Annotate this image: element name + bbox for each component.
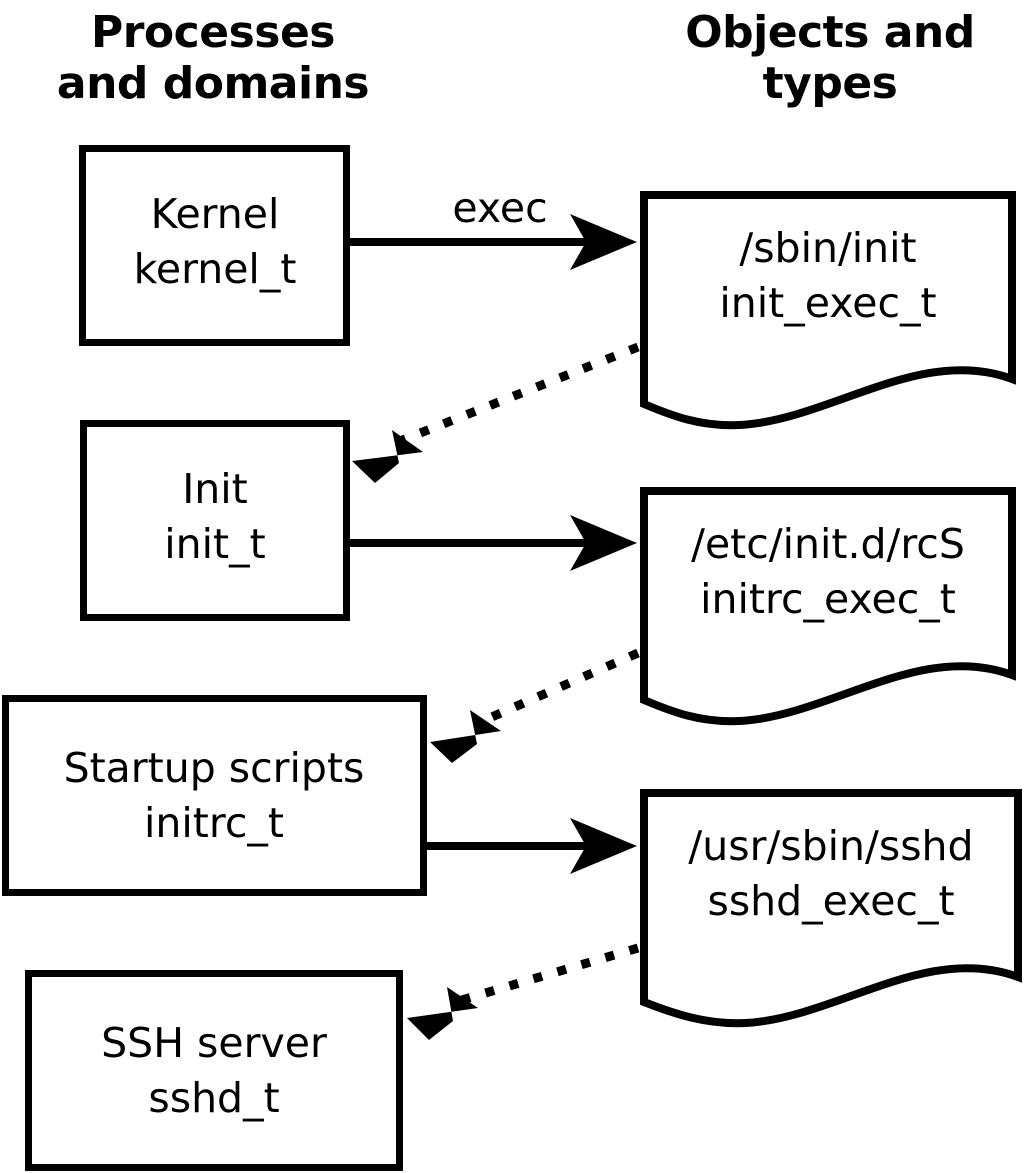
process-node-init-box[interactable] — [80, 420, 350, 621]
edge-kernel-to-init-exec-arrowhead — [570, 214, 637, 270]
process-node-startup-scripts-box[interactable] — [2, 695, 427, 896]
column-title-objects-line1: Objects and — [685, 7, 974, 58]
edge-sshd-exec-to-sshd — [407, 943, 640, 1040]
process-node-init[interactable]: Init init_t — [80, 420, 350, 621]
process-node-startup-scripts[interactable]: Startup scripts initrc_t — [2, 695, 427, 896]
object-node-sbin-init-path: /sbin/init — [739, 224, 916, 272]
object-node-sbin-init-shape[interactable] — [640, 191, 1016, 430]
column-title-processes-line1: Processes — [91, 7, 335, 58]
edge-initrc-exec-to-initrc-arrowhead — [430, 710, 501, 763]
process-node-init-type: init_t — [164, 520, 265, 568]
process-node-startup-scripts-type: initrc_t — [144, 799, 284, 847]
column-title-objects: Objects and types — [685, 7, 975, 109]
edge-init-exec-to-init-arrowhead — [352, 430, 423, 483]
edge-init-to-initrc-exec-arrowhead — [570, 515, 637, 571]
edge-initrc-exec-to-initrc-line — [476, 648, 640, 728]
column-title-processes: Processes and domains — [57, 7, 370, 109]
edge-sshd-exec-to-sshd-line — [453, 943, 640, 1007]
object-node-etc-initd-rcs-path: /etc/init.d/rcS — [691, 520, 965, 568]
object-node-usr-sbin-sshd-path: /usr/sbin/sshd — [688, 822, 973, 870]
process-node-init-name: Init — [182, 465, 248, 513]
object-node-sbin-init-type: init_exec_t — [719, 279, 936, 327]
process-node-startup-scripts-name: Startup scripts — [64, 744, 365, 792]
edge-label-exec: exec — [452, 184, 547, 232]
process-node-ssh-server-type: sshd_t — [148, 1074, 279, 1122]
edge-initrc-to-sshd-exec-arrowhead — [570, 818, 637, 874]
object-node-usr-sbin-sshd[interactable]: /usr/sbin/sshd sshd_exec_t — [640, 789, 1022, 1028]
edge-initrc-to-sshd-exec — [427, 818, 637, 874]
object-node-usr-sbin-sshd-shape[interactable] — [640, 789, 1022, 1028]
column-title-processes-line2: and domains — [57, 58, 369, 109]
process-node-kernel[interactable]: Kernel kernel_t — [79, 145, 350, 346]
edge-init-exec-to-init — [352, 342, 640, 483]
process-node-ssh-server-box[interactable] — [25, 970, 403, 1171]
object-node-sbin-init[interactable]: /sbin/init init_exec_t — [640, 191, 1016, 430]
process-node-kernel-name: Kernel — [151, 190, 280, 238]
process-node-ssh-server-name: SSH server — [101, 1019, 327, 1067]
object-node-etc-initd-rcs[interactable]: /etc/init.d/rcS initrc_exec_t — [640, 487, 1016, 726]
edge-kernel-to-init-exec: exec — [350, 184, 637, 270]
edge-init-exec-to-init-line — [393, 342, 640, 448]
object-node-etc-initd-rcs-shape[interactable] — [640, 487, 1016, 726]
edge-initrc-exec-to-initrc — [430, 648, 640, 763]
edge-init-to-initrc-exec — [350, 515, 637, 571]
object-node-usr-sbin-sshd-type: sshd_exec_t — [707, 877, 954, 925]
process-node-kernel-type: kernel_t — [134, 245, 297, 293]
process-node-kernel-box[interactable] — [79, 145, 350, 346]
column-title-objects-line2: types — [763, 58, 898, 109]
edge-sshd-exec-to-sshd-arrowhead — [407, 987, 478, 1040]
process-node-ssh-server[interactable]: SSH server sshd_t — [25, 970, 403, 1171]
object-node-etc-initd-rcs-type: initrc_exec_t — [700, 575, 956, 623]
